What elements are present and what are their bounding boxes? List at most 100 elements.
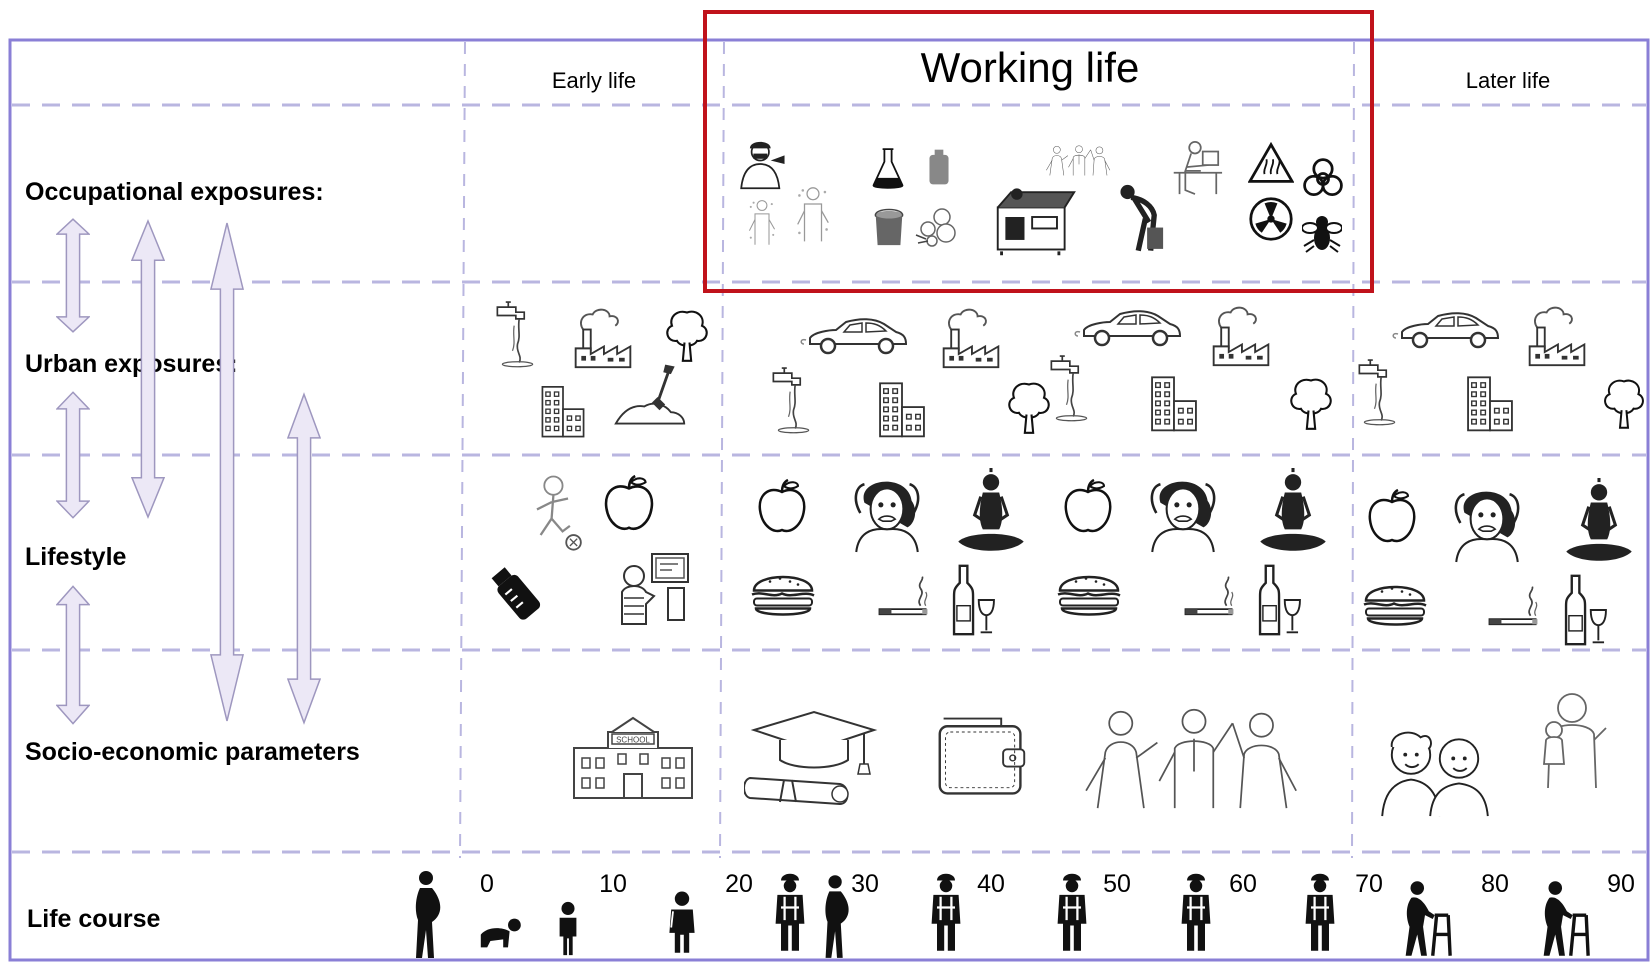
- wine-icon: [1564, 574, 1608, 646]
- desk-worker-icon: [1172, 140, 1223, 195]
- double-arrow-icon: [56, 585, 90, 725]
- factory-icon: [574, 308, 632, 369]
- water-tap-icon: [1050, 355, 1088, 422]
- socio-economic-icons: [573, 693, 1607, 818]
- worker-icon: [1056, 872, 1088, 952]
- age-label: 90: [1607, 870, 1635, 898]
- radiation-icon: [1249, 197, 1293, 241]
- double-arrow-icon: [56, 218, 90, 333]
- social-group-icon: [1085, 708, 1298, 809]
- car-icon: [800, 317, 908, 355]
- burger-icon: [1362, 585, 1428, 626]
- row-label-urban: Urban exposures:: [25, 350, 238, 378]
- age-labels: 0 10 20 30 40 50 60 70 80 90: [480, 870, 1635, 898]
- factory-icon: [1528, 306, 1586, 367]
- school-icon: [573, 717, 693, 799]
- wine-icon: [1258, 564, 1302, 636]
- stressed-person-icon: [1150, 480, 1216, 554]
- worker-icon: [1304, 872, 1336, 952]
- crowded-workers-icon: [1046, 145, 1111, 176]
- cigarette-icon: [878, 575, 929, 616]
- paint-bucket-icon: [874, 208, 904, 246]
- age-label: 10: [599, 870, 627, 898]
- building-icon: [1151, 376, 1197, 432]
- row-label-socio: Socio-economic parameters: [25, 738, 360, 766]
- wine-icon: [952, 564, 996, 636]
- period-title-working: Working life: [921, 44, 1140, 91]
- double-arrow-icon: [211, 223, 243, 721]
- outer-frame: [8, 38, 1650, 962]
- apple-icon: [1368, 488, 1416, 543]
- age-label: 50: [1103, 870, 1131, 898]
- worker-icon: [774, 872, 806, 952]
- sprayer-worker-icon: [796, 186, 830, 243]
- apple-icon: [758, 478, 806, 533]
- sprayer-worker-icon: [748, 199, 776, 246]
- lifestyle-icons: [487, 468, 1634, 646]
- tree-icon: [666, 310, 708, 363]
- stressed-person-icon: [1454, 490, 1520, 564]
- age-label: 20: [725, 870, 753, 898]
- interaction-arrows: [56, 218, 320, 725]
- building-icon: [1467, 376, 1513, 432]
- stressed-person-icon: [854, 480, 920, 554]
- water-tap-icon: [772, 367, 810, 434]
- machinery-icon: [996, 186, 1076, 257]
- yoga-icon: [956, 468, 1026, 553]
- period-title-later: Later life: [1466, 68, 1550, 93]
- apple-icon: [1064, 478, 1112, 533]
- grandparent-child-icon: [1543, 693, 1607, 789]
- row-label-life-course: Life course: [27, 905, 160, 933]
- occupational-icons: [740, 140, 1343, 257]
- gas-canister-icon: [929, 149, 949, 185]
- pregnant-woman-icon: [825, 875, 849, 958]
- pregnant-woman-icon: [415, 871, 441, 958]
- cigarette-icon: [1184, 575, 1235, 616]
- age-label: 40: [977, 870, 1005, 898]
- building-icon: [541, 385, 585, 438]
- building-icon: [879, 382, 925, 438]
- age-label: 30: [851, 870, 879, 898]
- child-computer-icon: [620, 552, 690, 626]
- biohazard-icon: [1303, 158, 1343, 197]
- factory-icon: [942, 308, 1000, 369]
- allergen-icon: [1302, 215, 1342, 253]
- tree-icon: [1008, 382, 1050, 435]
- age-label: 60: [1229, 870, 1257, 898]
- tree-icon: [1603, 379, 1645, 430]
- graduation-cap-icon: [744, 711, 875, 805]
- car-icon: [1074, 309, 1182, 347]
- period-dividers: [459, 41, 1355, 859]
- double-arrow-icon: [288, 394, 320, 722]
- cigarette-icon: [1488, 585, 1539, 626]
- car-icon: [1392, 311, 1500, 349]
- worker-icon: [930, 872, 962, 952]
- child-playing-icon: [535, 475, 583, 551]
- age-label: 0: [480, 870, 494, 898]
- factory-icon: [1212, 306, 1270, 367]
- worker-lifting-icon: [1120, 185, 1163, 251]
- elderly-walker-icon: [1541, 880, 1590, 958]
- elderly-walker-icon: [1403, 880, 1452, 958]
- period-title-early: Early life: [552, 68, 636, 93]
- burger-icon: [1056, 575, 1122, 616]
- particles-icon: [915, 208, 956, 247]
- worker-protective-gear-icon: [740, 140, 786, 190]
- student-icon: [668, 890, 696, 954]
- baby-bottle-icon: [487, 563, 544, 623]
- age-label: 70: [1355, 870, 1383, 898]
- row-label-lifestyle: Lifestyle: [25, 543, 127, 571]
- chemical-flask-icon: [872, 148, 904, 189]
- wallet-icon: [938, 717, 1026, 795]
- crawling-baby-icon: [480, 918, 521, 948]
- hazard-warning-icon: [1248, 143, 1294, 183]
- row-label-occupational: Occupational exposures:: [25, 178, 324, 206]
- urban-icons: [496, 301, 1645, 438]
- age-label: 80: [1481, 870, 1509, 898]
- child-icon: [559, 901, 577, 956]
- burger-icon: [750, 575, 816, 616]
- elderly-couple-icon: [1381, 731, 1489, 818]
- apple-icon: [604, 474, 654, 531]
- tree-icon: [1290, 378, 1332, 431]
